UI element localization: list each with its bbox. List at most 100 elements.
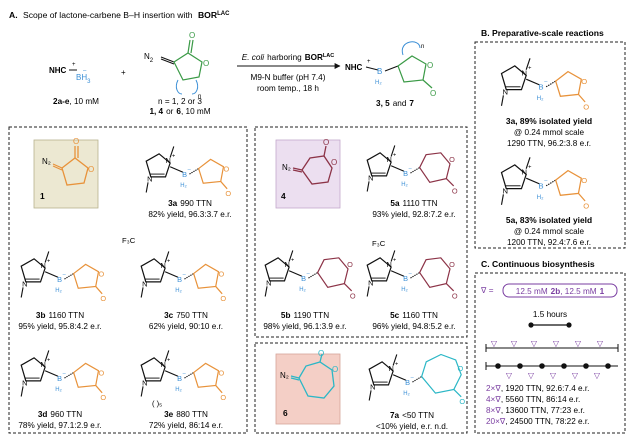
- timepoint-dot: [539, 363, 545, 369]
- svg-text:–: –: [188, 166, 192, 172]
- svg-text:+: +: [72, 62, 76, 68]
- result-20x: 20×∇, 24500 TTN, 78:22 e.r.: [486, 417, 589, 426]
- panel-c-title: C. Continuous biosynthesis: [481, 259, 595, 269]
- svg-text:H₂: H₂: [375, 80, 382, 86]
- svg-text:O: O: [449, 155, 455, 164]
- plus-sign: +: [121, 68, 126, 77]
- svg-text:O: O: [581, 77, 587, 86]
- svg-text:–: –: [307, 270, 311, 276]
- svg-text:O: O: [318, 349, 324, 358]
- addition-marker: ▽: [575, 339, 582, 348]
- svg-text:H₂: H₂: [180, 183, 187, 189]
- svg-text:N: N: [22, 378, 27, 387]
- svg-text:N: N: [142, 279, 147, 288]
- svg-text:H₂: H₂: [175, 288, 182, 294]
- svg-text:O: O: [427, 61, 433, 70]
- svg-text:O: O: [331, 158, 337, 167]
- svg-text:N: N: [389, 364, 394, 373]
- svg-text:N: N: [370, 382, 375, 391]
- interval-label: 1.5 hours: [533, 310, 567, 319]
- svg-text:O: O: [88, 165, 94, 174]
- svg-text:H₂: H₂: [175, 387, 182, 393]
- svg-text:N: N: [368, 278, 373, 287]
- panel-b-title: B. Preparative-scale reactions: [481, 28, 604, 38]
- panel-a-title: A. Scope of lactone-carbene B–H insertio…: [9, 10, 230, 20]
- cf3-label-3c: F₃C: [122, 236, 136, 245]
- timepoint-dot: [517, 363, 523, 369]
- svg-text:–: –: [63, 271, 67, 277]
- svg-text:B: B: [539, 182, 544, 191]
- svg-text:N₂: N₂: [42, 157, 51, 166]
- svg-text:O: O: [98, 368, 104, 377]
- svg-text:O: O: [583, 202, 589, 211]
- n-values-label: n = 1, 2 or 3: [158, 97, 202, 106]
- lactone-4-card: N₂ O O 4: [275, 138, 341, 209]
- svg-text:N: N: [502, 87, 507, 96]
- svg-text:N₂: N₂: [280, 371, 289, 380]
- svg-text:O: O: [332, 365, 338, 374]
- svg-text:+: +: [172, 154, 175, 160]
- lactone-4-label: 4: [281, 191, 286, 201]
- svg-text:O: O: [73, 137, 79, 146]
- svg-text:N: N: [161, 360, 166, 369]
- svg-text:O: O: [347, 260, 353, 269]
- lactone-1-label: 1: [40, 191, 45, 201]
- svg-text:H₂: H₂: [55, 288, 62, 294]
- svg-text:B: B: [377, 67, 382, 76]
- svg-text:O: O: [225, 189, 231, 198]
- svg-text:BH3: BH3: [76, 73, 91, 85]
- svg-text:B: B: [403, 274, 408, 283]
- svg-text:O: O: [100, 294, 106, 303]
- panel-b-3a-scale: @ 0.24 mmol scale: [514, 128, 585, 137]
- panel-b-3a-yield: 3a, 89% isolated yield: [506, 116, 592, 126]
- svg-text:H₂: H₂: [537, 194, 544, 201]
- nhc-borane-reagent: NHC + BH3 –: [49, 62, 91, 85]
- svg-text:N: N: [387, 155, 392, 164]
- addition-marker: ▽: [506, 371, 513, 380]
- svg-text:O: O: [350, 291, 356, 300]
- product-3c-caption-2: 62% yield, 90:10 e.r.: [149, 322, 223, 331]
- svg-text:N: N: [368, 173, 373, 182]
- panel-b-5a-ttn: 1200 TTN, 92.4:7.6 e.r.: [507, 238, 591, 247]
- panel-c-box: [474, 272, 626, 434]
- lactone-6-label: 6: [283, 408, 288, 418]
- timepoint-dot: [561, 363, 567, 369]
- product-7a-caption-1: 7a<50 TTN: [390, 411, 434, 420]
- legend-pill: [502, 283, 618, 298]
- addition-marker: ▽: [572, 371, 579, 380]
- svg-text:H₂: H₂: [55, 387, 62, 393]
- svg-text:O: O: [449, 260, 455, 269]
- svg-text:O: O: [223, 164, 229, 173]
- scope-box-lactone-6: [254, 342, 468, 434]
- addition-marker: ▽: [550, 371, 557, 380]
- product-5c-caption-2: 96% yield, 94.8:5.2 e.r.: [372, 322, 455, 331]
- product-7a-caption-2: <10% yield, e.r. n.d.: [376, 422, 448, 431]
- continuous-results: 2×∇, 1920 TTN, 92.6:7.4 e.r. 4×∇, 5560 T…: [486, 384, 589, 426]
- addition-marker: ▽: [511, 339, 518, 348]
- svg-text:O: O: [203, 59, 209, 68]
- legend-symbol: ∇ =: [480, 286, 494, 295]
- svg-text:H₂: H₂: [299, 287, 306, 293]
- svg-text:B: B: [403, 169, 408, 178]
- svg-text:+: +: [167, 259, 170, 265]
- alkyl-chain-label-3e: ( )₅: [152, 399, 162, 408]
- svg-text:H₂: H₂: [401, 182, 408, 188]
- svg-text:N: N: [502, 186, 507, 195]
- timepoint-dot: [583, 363, 589, 369]
